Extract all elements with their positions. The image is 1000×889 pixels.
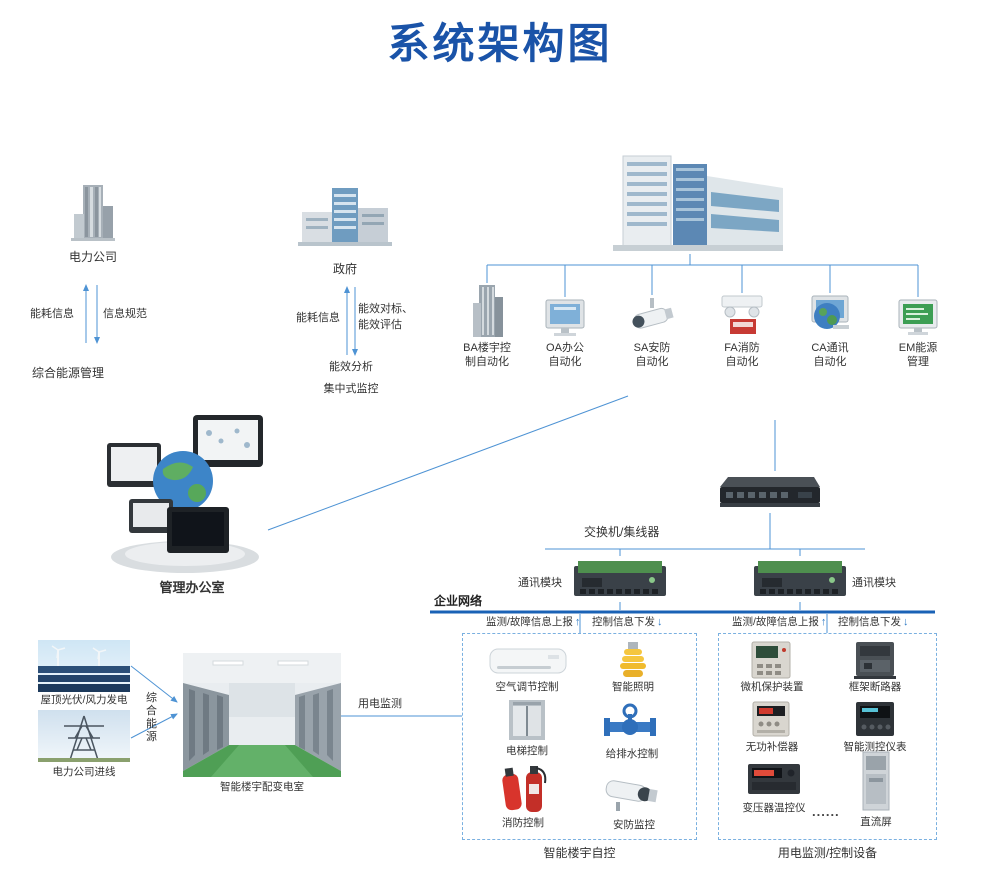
info-spec-label: 信息规范 — [103, 308, 147, 320]
em-green-monitor-icon — [895, 298, 941, 338]
elevator-control-label: 电梯控制 — [506, 745, 548, 757]
government-label: 政府 — [332, 262, 357, 276]
combined-energy-label: 综合能源 — [146, 692, 157, 743]
utility-line-label: 电力公司进线 — [52, 766, 116, 778]
substation-room-image — [183, 653, 341, 777]
down-arrow-icon: ↓ — [657, 616, 663, 628]
control-down-right-label: 控制信息下发↓ — [838, 616, 909, 628]
substation-label: 智能楼宇配变电室 — [220, 781, 304, 793]
water-control-label: 给排水控制 — [605, 748, 659, 760]
ellipsis-dots: ...... — [812, 804, 840, 819]
oa-monitor-icon — [542, 298, 588, 338]
ba-building-icon — [469, 283, 505, 339]
management-office-label: 管理办公室 — [159, 580, 225, 595]
reactive-compensator-icon — [751, 700, 791, 738]
transformer-temp-label: 变压器温控仪 — [742, 802, 806, 814]
dc-panel-label: 直流屏 — [860, 816, 892, 828]
smart-meter-label: 智能测控仪表 — [843, 741, 907, 753]
fire-extinguisher-icon — [496, 762, 550, 814]
integrated-energy-mgmt-label: 综合能源管理 — [32, 366, 105, 380]
ca-label: CA通讯 自动化 — [811, 342, 849, 368]
solar-wind-label: 屋顶光伏/风力发电 — [40, 694, 128, 706]
elevator-icon — [505, 698, 549, 742]
oa-label: OA办公 自动化 — [546, 342, 584, 368]
enterprise-network-label: 企业网络 — [434, 594, 483, 608]
power-device-caption: 用电监测/控制设备 — [777, 846, 878, 860]
transformer-temp-controller-icon — [746, 760, 802, 798]
comm-module-left-label: 通讯模块 — [518, 577, 562, 589]
management-office-image — [105, 405, 267, 577]
efficiency-analysis-label: 能效分析 集中式监控 — [323, 361, 379, 395]
sa-cctv-icon — [626, 296, 678, 336]
building-auto-box — [462, 633, 697, 840]
up-arrow-icon: ↑ — [574, 616, 581, 628]
power-monitoring-label: 用电监测 — [358, 698, 402, 710]
valve-icon — [602, 702, 658, 740]
smart-building-image — [605, 148, 787, 254]
frame-breaker-icon — [852, 640, 898, 680]
security-monitor-label: 安防监控 — [613, 819, 655, 831]
ca-computer-globe-icon — [806, 294, 854, 336]
power-company-building-icon — [68, 182, 118, 242]
em-label: EM能源 管理 — [898, 342, 938, 368]
dc-panel-icon — [859, 750, 893, 812]
protection-device-label: 微机保护装置 — [740, 681, 804, 693]
smart-meter-icon — [854, 700, 896, 738]
transmission-tower-image — [38, 710, 130, 762]
fa-label: FA消防 自动化 — [724, 342, 760, 368]
benchmark-label-line1: 能效对标、 — [358, 303, 413, 315]
fire-control-label: 消防控制 — [502, 817, 544, 829]
comm-module-right-image — [752, 556, 848, 602]
fa-emergency-light-icon — [716, 293, 768, 337]
benchmark-label-line2: 能效评估 — [358, 319, 402, 331]
comm-module-right-label: 通讯模块 — [852, 577, 896, 589]
ac-control-label: 空气调节控制 — [495, 681, 559, 693]
reactive-compensator-label: 无功补偿器 — [745, 741, 799, 753]
solar-wind-image — [38, 640, 130, 692]
report-up-left-label: 监测/故障信息上报↑ — [486, 616, 581, 628]
smart-lighting-label: 智能照明 — [612, 681, 654, 693]
down-arrow-icon: ↓ — [903, 616, 909, 628]
report-up-right-label: 监测/故障信息上报↑ — [732, 616, 827, 628]
ba-label: BA楼宇控 制自动化 — [463, 342, 511, 368]
network-switch-image — [716, 471, 824, 513]
frame-breaker-label: 框架断路器 — [848, 681, 902, 693]
switch-label: 交换机/集线器 — [584, 525, 660, 539]
protection-device-icon — [750, 640, 792, 680]
air-conditioner-icon — [488, 646, 568, 678]
sa-label: SA安防 自动化 — [633, 342, 671, 368]
energy-info-label-left: 能耗信息 — [30, 308, 74, 320]
comm-module-left-image — [572, 556, 668, 602]
security-camera-icon — [602, 776, 662, 814]
power-company-label: 电力公司 — [68, 250, 117, 264]
control-down-left-label: 控制信息下发↓ — [592, 616, 663, 628]
energy-info-label-gov: 能耗信息 — [296, 312, 340, 324]
diagram-title: 系统架构图 — [387, 20, 613, 67]
bulb-icon — [615, 640, 651, 680]
building-auto-caption: 智能楼宇自控 — [543, 846, 616, 860]
up-arrow-icon: ↑ — [820, 616, 827, 628]
government-building-icon — [298, 182, 392, 248]
